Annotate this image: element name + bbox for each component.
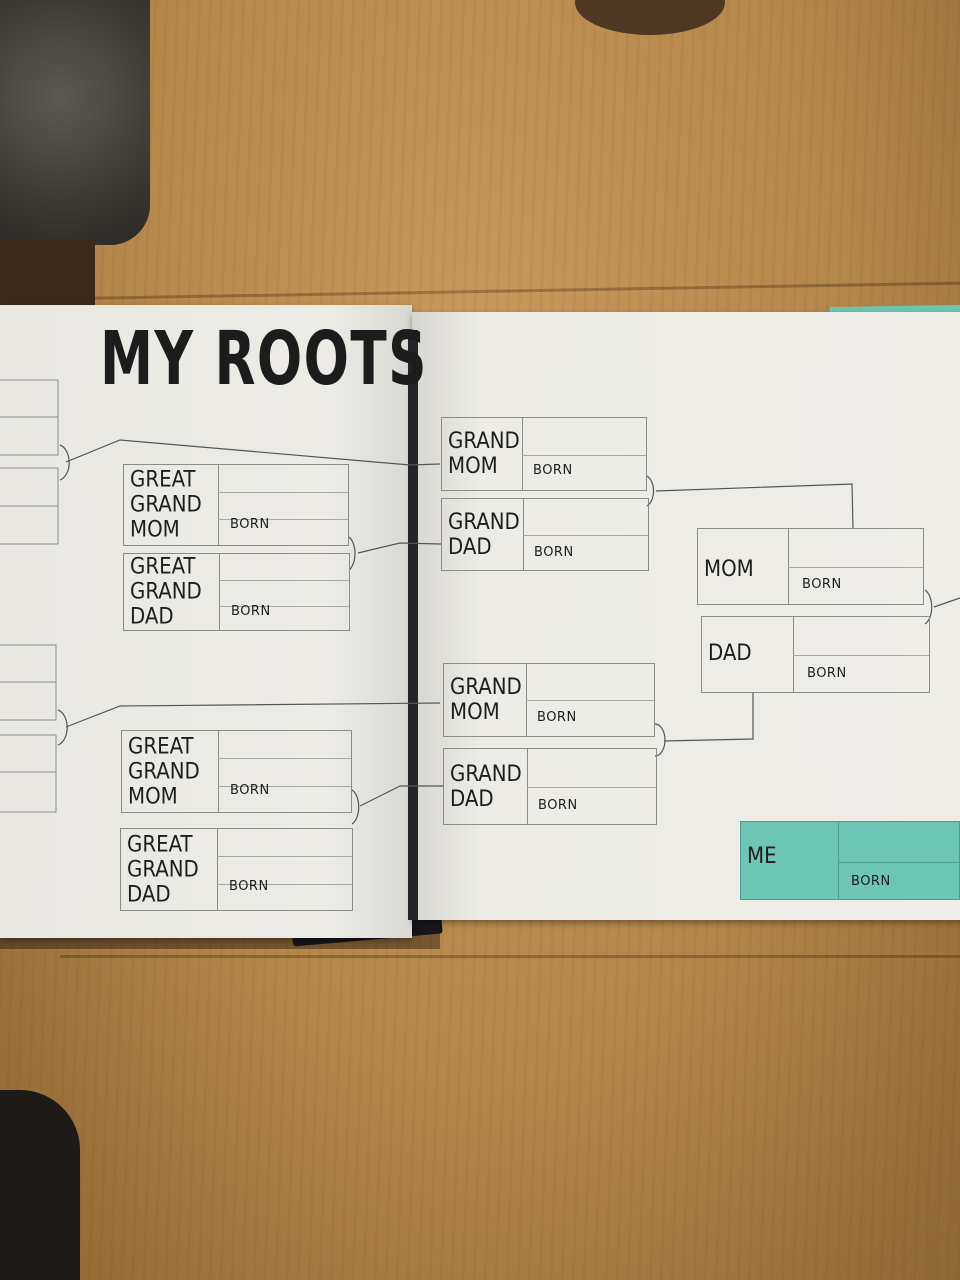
born-label: BORN — [230, 783, 270, 798]
box-label: GRAND DAD — [450, 761, 522, 812]
born-label: BORN — [537, 710, 577, 725]
box-label: MOM — [704, 557, 754, 582]
box-label: ME — [747, 844, 777, 869]
born-label: BORN — [807, 666, 847, 681]
grand-mom-box[interactable]: GRAND MOM BORN — [443, 663, 655, 737]
box-label: GRAND DAD — [448, 509, 520, 560]
box-label: GREAT GRAND MOM — [130, 467, 202, 543]
born-label: BORN — [229, 879, 269, 894]
great-grand-mom-box[interactable]: GREAT GRAND MOM BORN — [123, 464, 349, 546]
shadow-area — [0, 240, 95, 310]
page-title: MY ROOTS — [100, 316, 429, 402]
grand-dad-box[interactable]: GRAND DAD BORN — [441, 498, 649, 571]
box-label: DAD — [708, 641, 752, 666]
great-grand-dad-box[interactable]: GREAT GRAND DAD BORN — [123, 553, 350, 631]
born-label: BORN — [230, 517, 270, 532]
patterned-cloth — [0, 0, 150, 245]
born-label: BORN — [851, 874, 891, 889]
dad-box[interactable]: DAD BORN — [701, 616, 930, 693]
grand-dad-box[interactable]: GRAND DAD BORN — [443, 748, 657, 825]
box-label: GRAND MOM — [450, 675, 522, 725]
mom-box[interactable]: MOM BORN — [697, 528, 924, 605]
box-label: GREAT GRAND MOM — [128, 734, 200, 809]
me-box[interactable]: ME BORN — [740, 821, 960, 900]
great-grand-mom-box[interactable]: GREAT GRAND MOM BORN — [121, 730, 352, 813]
box-label: GREAT GRAND DAD — [127, 832, 199, 907]
book-spine — [408, 330, 418, 920]
box-label: GRAND MOM — [448, 429, 520, 479]
born-label: BORN — [538, 798, 578, 813]
left-page — [0, 305, 412, 938]
great-grand-dad-box[interactable]: GREAT GRAND DAD BORN — [120, 828, 353, 911]
shadow-area — [0, 1090, 80, 1280]
grand-mom-box[interactable]: GRAND MOM BORN — [441, 417, 647, 491]
born-label: BORN — [802, 577, 842, 592]
born-label: BORN — [533, 463, 573, 478]
table-seam — [60, 955, 960, 958]
born-label: BORN — [534, 545, 574, 560]
born-label: BORN — [231, 604, 271, 619]
box-label: GREAT GRAND DAD — [130, 554, 202, 630]
